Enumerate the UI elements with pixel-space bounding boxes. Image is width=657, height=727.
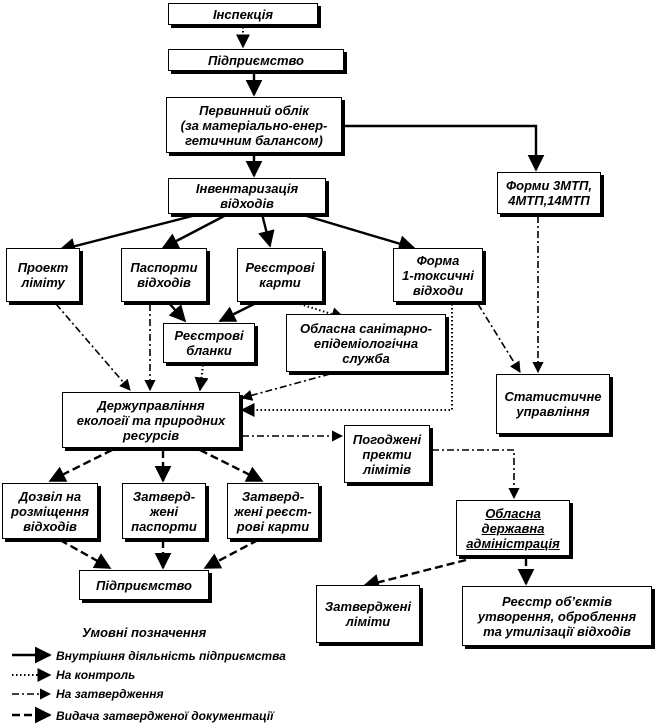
- legend-label-solid: Внутрішня діяльність підприємства: [56, 649, 286, 663]
- edge-form1-to-statistics: [477, 303, 521, 373]
- node-inventory: Інвентаризація відходів: [168, 178, 326, 214]
- node-approved-limits: Затверджені ліміти: [316, 585, 420, 643]
- node-limit-project: Проект ліміту: [6, 248, 80, 302]
- node-register-cards: Реєстрові карти: [237, 248, 323, 302]
- edge-cards-to-blanks: [218, 300, 259, 323]
- node-enterprise-top: Підприємство: [168, 49, 344, 71]
- node-approved-passports: Затверд- жені паспорти: [122, 483, 206, 539]
- edge-cards-approved-to-enterprise: [203, 538, 259, 570]
- edge-inventory-to-passports: [161, 212, 229, 250]
- node-regional-admin: Обласна державна адміністрація: [456, 500, 570, 556]
- node-waste-passports: Паспорти відходів: [121, 248, 207, 302]
- edge-ecology-to-cards-approved: [199, 448, 264, 483]
- edge-ecology-to-permit: [48, 448, 113, 483]
- node-permit: Дозвіл на розміщення відходів: [2, 483, 98, 539]
- edge-permit-to-enterprise: [59, 538, 112, 570]
- edge-passports-to-blanks: [167, 301, 187, 323]
- node-ecology-dept: Держуправління екології та природних рес…: [62, 392, 240, 448]
- node-forms-3mtp: Форми 3МТП, 4МТП,14МТП: [497, 172, 601, 214]
- edge-sanitary-to-ecology: [240, 373, 331, 401]
- edge-agreed-to-admin: [432, 449, 520, 500]
- node-enterprise-bottom: Підприємство: [79, 570, 209, 600]
- node-sanitary-service: Обласна санітарно- епідеміологічна служб…: [286, 314, 446, 372]
- node-inspection: Інспекція: [168, 3, 318, 25]
- node-primary-accounting: Первинний облік (за матеріально-енер- ге…: [166, 97, 342, 153]
- edge-blanks-to-ecology: [194, 364, 209, 392]
- node-register-blanks: Реєстрові бланки: [163, 323, 255, 363]
- legend-label-dashdot: На затвердження: [56, 687, 164, 701]
- edge-inventory-to-cards: [258, 213, 275, 248]
- edge-inventory-to-form1: [299, 212, 416, 252]
- legend-label-dashed: Видача затвердженої документації: [56, 709, 274, 723]
- legend-title: Умовні позначення: [82, 625, 207, 640]
- node-statistics: Статистичне управління: [496, 374, 610, 434]
- node-agreed-limits: Погоджені пректи лімітів: [344, 425, 430, 483]
- node-registry: Реєстр об’єктів утворення, оброблення та…: [462, 586, 652, 646]
- edge-admin-to-limits: [362, 558, 467, 591]
- edge-inventory-to-limit-project: [58, 212, 201, 255]
- node-form-1toxic: Форма 1-токсичні відходи: [393, 248, 483, 302]
- node-approved-cards: Затверд- жені реєст- рові карти: [227, 483, 319, 539]
- edge-limit-to-ecology: [55, 303, 131, 391]
- legend-label-dotted: На контроль: [56, 668, 136, 682]
- edge-accounting-to-forms: [344, 124, 545, 172]
